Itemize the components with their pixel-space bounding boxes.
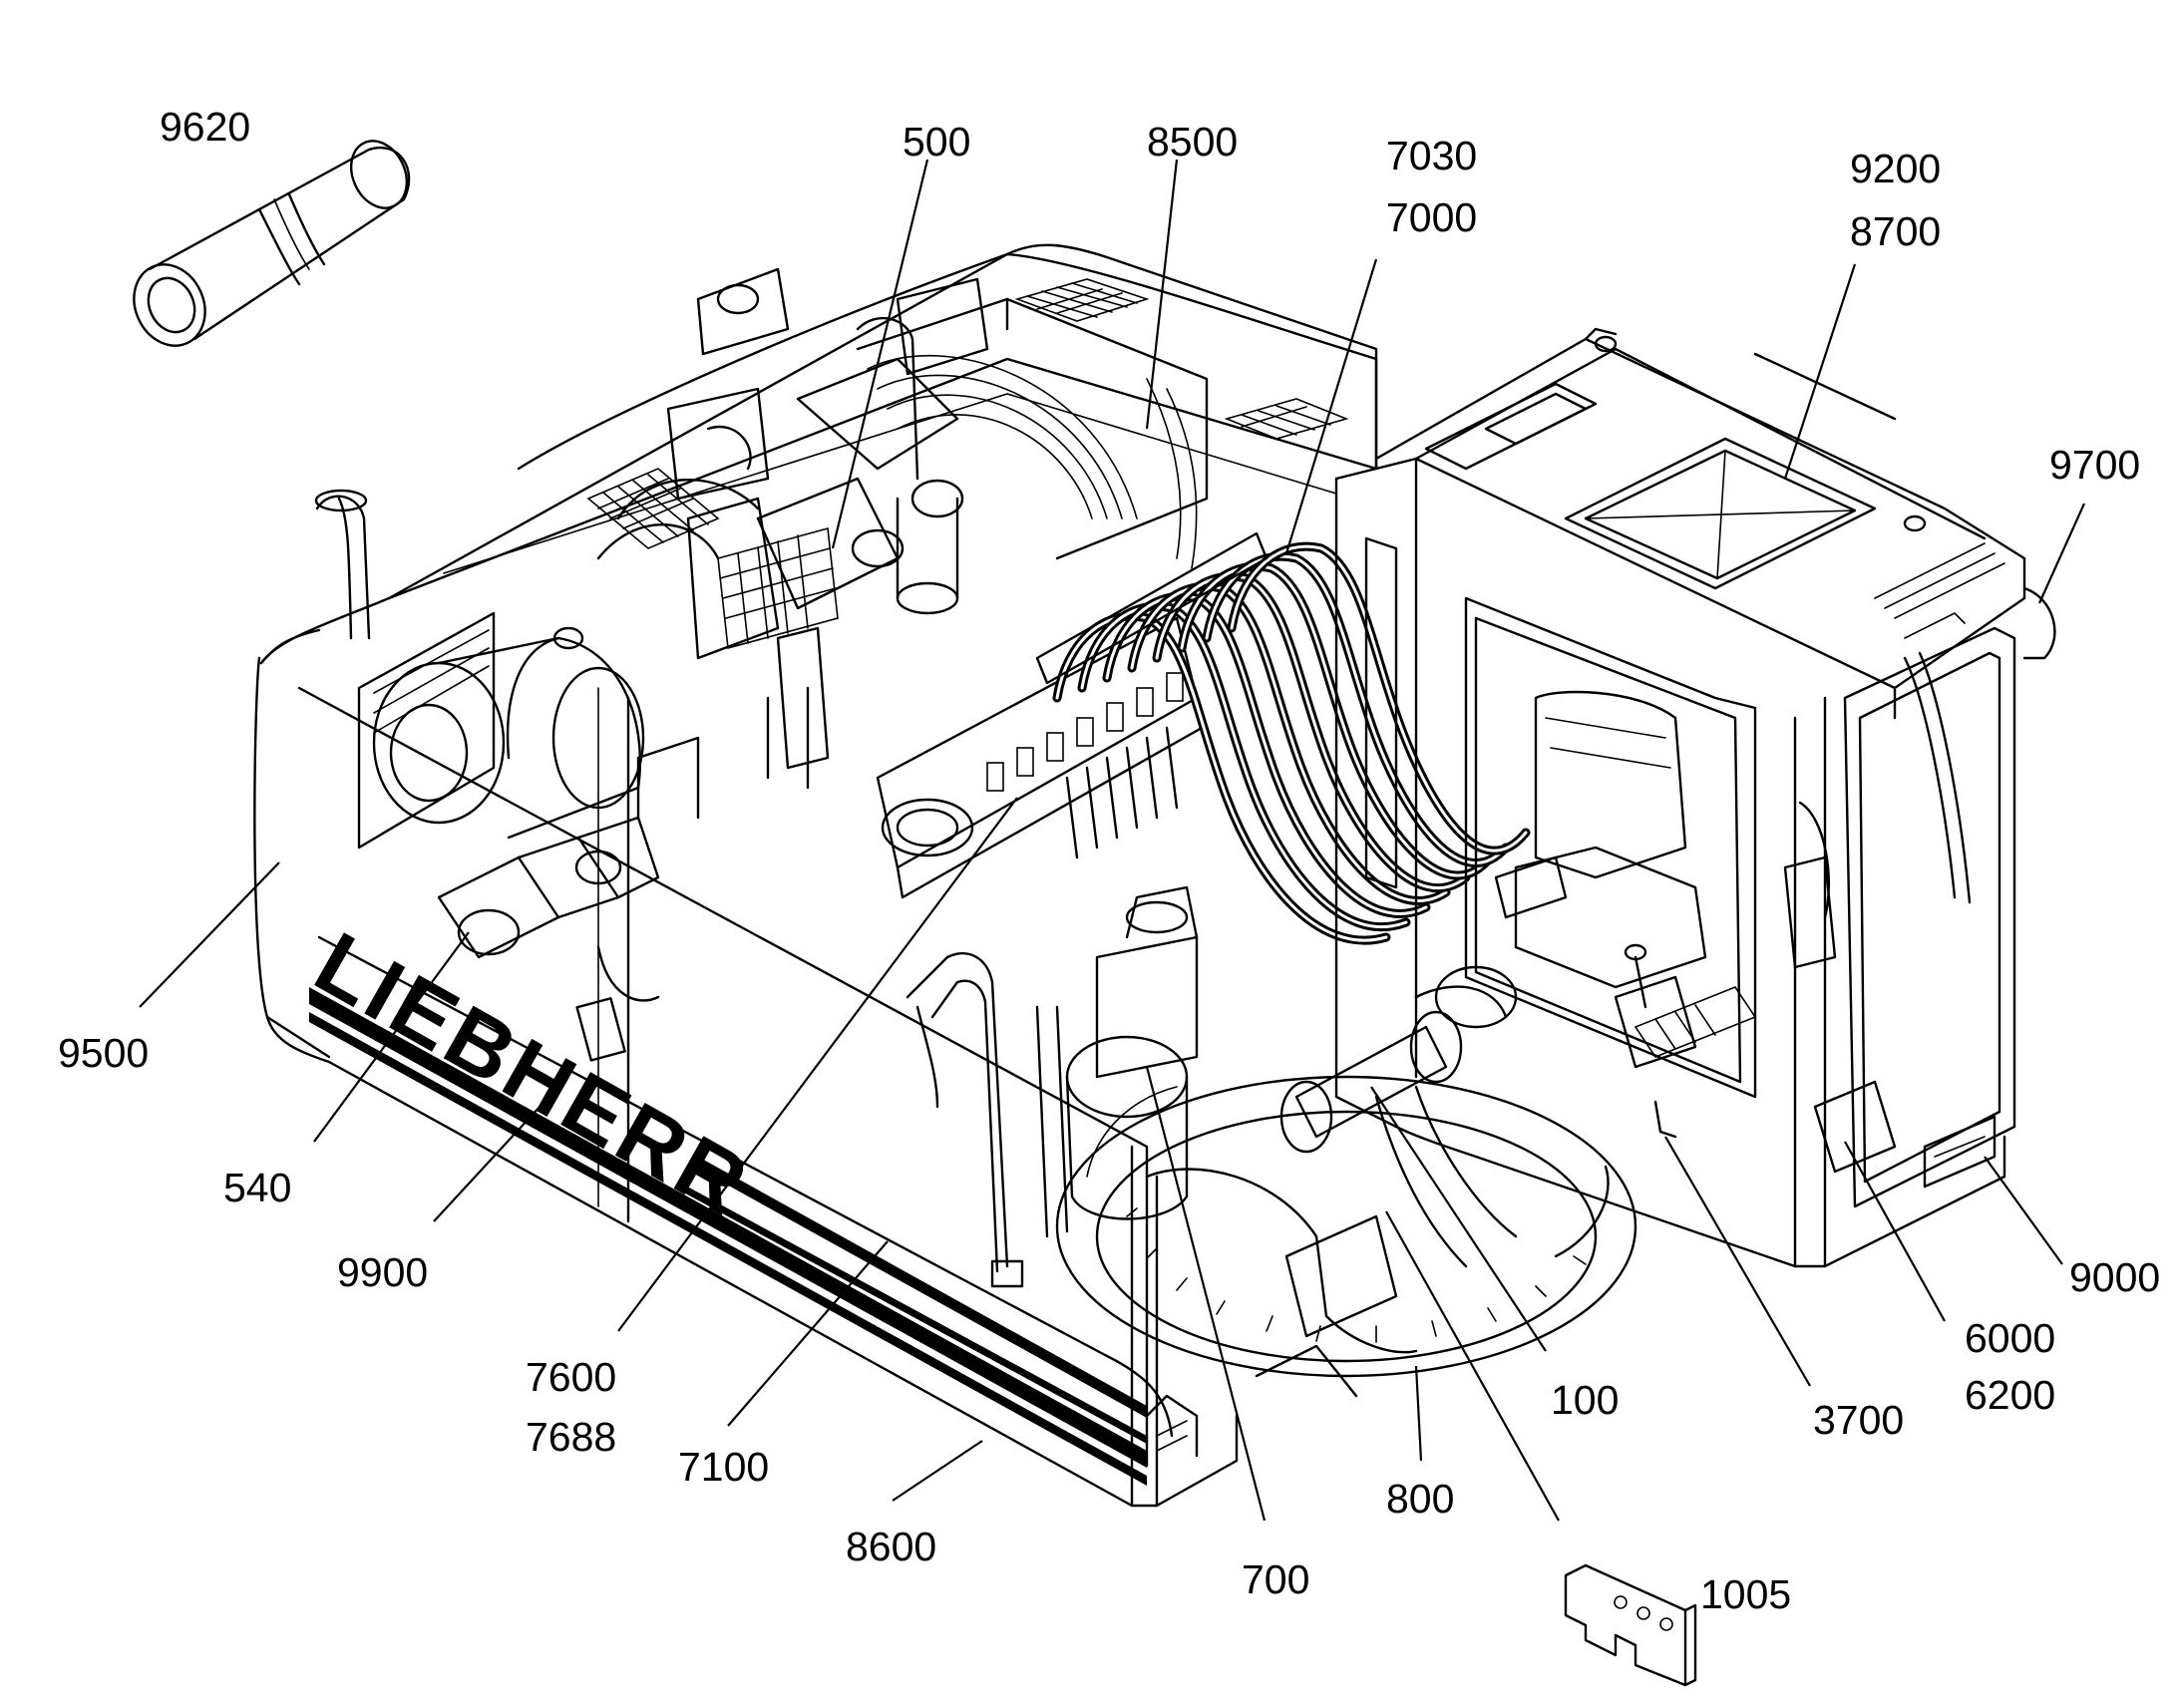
leader-8500 — [1145, 159, 1179, 430]
liebherr-logo: LIEBHERR — [300, 912, 767, 1234]
leader-100 — [1370, 1086, 1547, 1352]
boom-pivot — [1279, 965, 1610, 1268]
callout-9200: 9200 — [1850, 146, 1941, 191]
side-decal: LIEBHERR — [300, 912, 1147, 1486]
callout-8700: 8700 — [1850, 208, 1941, 254]
leader-lines — [139, 159, 2086, 1522]
callout-7688: 7688 — [526, 1414, 616, 1460]
swing-drive — [1065, 885, 1398, 1338]
callout-9500: 9500 — [58, 1030, 149, 1076]
valve-fittings — [986, 672, 1184, 792]
leader-7600-7688 — [617, 797, 1018, 1332]
house-body — [253, 243, 1378, 1508]
callout-7000: 7000 — [1386, 194, 1477, 240]
hose-bundle — [1035, 531, 1531, 945]
callout-100: 100 — [1551, 1377, 1619, 1423]
callout-9900: 9900 — [337, 1249, 428, 1295]
leader-7030-7000 — [1284, 258, 1378, 554]
leader-9500 — [139, 861, 280, 1008]
leader-9900 — [433, 1091, 554, 1222]
leader-7100 — [727, 1240, 889, 1427]
leader-8600 — [892, 1440, 983, 1502]
callout-9620: 9620 — [160, 104, 250, 150]
callout-labels: 9620 500 8500 7030 7000 9200 8700 9700 9… — [58, 104, 2160, 1617]
callout-8600: 8600 — [846, 1524, 936, 1569]
excavator-drawing: LIEBHERR — [133, 140, 2056, 1687]
exhaust-pipe — [314, 489, 371, 640]
engine-block — [596, 267, 1209, 790]
callout-9700: 9700 — [2049, 442, 2140, 488]
air-filter-assembly — [357, 611, 645, 850]
leader-3700 — [1664, 1136, 1811, 1387]
leader-1005 — [1385, 1210, 1560, 1522]
callout-9000: 9000 — [2069, 1254, 2160, 1300]
callout-6200: 6200 — [1965, 1372, 2055, 1418]
callout-500: 500 — [903, 119, 970, 165]
plate-part — [1564, 1563, 1697, 1687]
callout-800: 800 — [1386, 1476, 1454, 1522]
callout-700: 700 — [1242, 1556, 1309, 1602]
side-handrails — [906, 952, 1069, 1288]
operator-seat — [1494, 690, 1707, 989]
callout-6000: 6000 — [1965, 1315, 2055, 1361]
leader-9200-8700 — [1783, 263, 1857, 480]
leader-700 — [1145, 1066, 1267, 1522]
leader-800 — [1414, 1365, 1423, 1462]
lower-frame — [1145, 1314, 1418, 1458]
swing-ring — [1055, 1075, 1637, 1378]
leader-9700 — [2037, 503, 2086, 604]
engine-top-mesh — [586, 468, 720, 549]
leader-6000-6200 — [1844, 1141, 1946, 1322]
callout-7600: 7600 — [526, 1354, 616, 1400]
callout-1005: 1005 — [1700, 1571, 1791, 1617]
rolled-part — [133, 140, 411, 347]
hood-vent-grid — [1014, 278, 1349, 440]
callout-7030: 7030 — [1386, 133, 1477, 178]
callout-540: 540 — [223, 1165, 291, 1210]
callout-3700: 3700 — [1813, 1397, 1904, 1443]
leader-500 — [831, 159, 929, 549]
operator-cab — [1334, 327, 2056, 1268]
callout-8500: 8500 — [1147, 119, 1238, 165]
callout-7100: 7100 — [678, 1444, 769, 1490]
leader-540 — [313, 931, 470, 1143]
roof-hatch — [1564, 437, 1877, 590]
leader-9000 — [1984, 1156, 2063, 1265]
